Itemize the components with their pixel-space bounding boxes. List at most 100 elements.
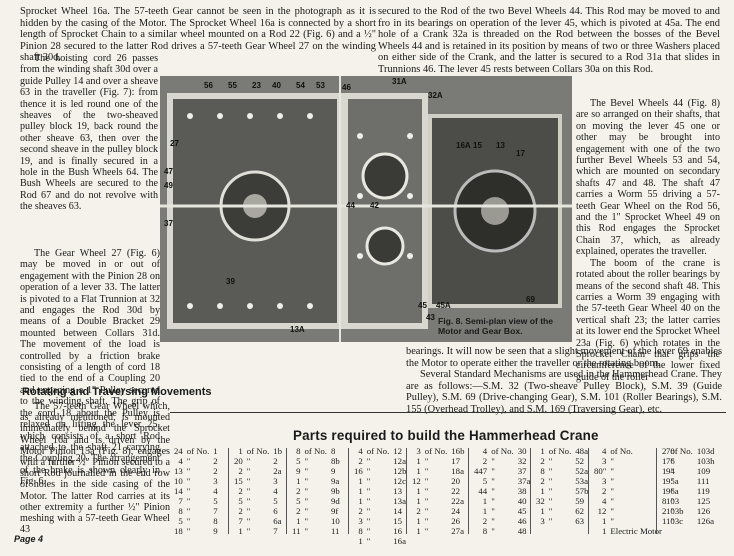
parts-cell: 1b xyxy=(273,446,283,456)
parts-cell: 1 xyxy=(662,466,667,476)
svg-text:39: 39 xyxy=(226,277,235,286)
parts-cell: 1 xyxy=(416,516,421,526)
parts-cell: " xyxy=(246,476,251,486)
svg-text:54: 54 xyxy=(296,81,305,90)
parts-cell: of No. xyxy=(186,446,210,456)
parts-cell: " xyxy=(670,506,674,516)
parts-cell: 11 xyxy=(330,526,340,536)
parts-cell: " xyxy=(304,526,309,536)
parts-row: 1"9a xyxy=(290,476,342,486)
parts-cell: 5 xyxy=(482,476,488,486)
parts-row: 9"9 xyxy=(290,466,342,476)
parts-cell: " xyxy=(366,456,371,466)
parts-row: 2"126 xyxy=(660,506,716,516)
parts-row: 1"13 xyxy=(352,486,408,496)
parts-cell: 57b xyxy=(575,486,589,496)
parts-cell: " xyxy=(186,506,191,516)
parts-cell: 10 xyxy=(330,516,340,526)
parts-cell: " xyxy=(548,516,553,526)
parts-cell: 12 xyxy=(393,446,403,456)
parts-cell: " xyxy=(548,476,553,486)
column-divider xyxy=(228,448,229,534)
parts-title: Parts required to build the Hammerhead C… xyxy=(293,428,599,443)
parts-cell: " xyxy=(491,496,495,506)
parts-cell: " xyxy=(186,486,191,496)
parts-cell: " xyxy=(670,486,674,496)
text-top-right: secured to the Rod of the two Bevel Whee… xyxy=(378,6,720,76)
parts-cell: 103h xyxy=(696,456,715,466)
parts-cell: " xyxy=(491,506,495,516)
parts-cell: " xyxy=(548,486,553,496)
svg-text:32A: 32A xyxy=(428,91,443,100)
parts-cell: 2 xyxy=(213,456,218,466)
parts-cell: 24 xyxy=(174,446,183,456)
parts-cell: 1 xyxy=(296,516,301,526)
column-divider xyxy=(530,448,531,534)
parts-cell: 2 xyxy=(482,516,488,526)
parts-row: 32"59 xyxy=(534,496,590,506)
parts-cell: 80" xyxy=(594,466,607,476)
parts-cell: 1 xyxy=(358,486,363,496)
parts-row: 4"2 xyxy=(172,456,220,466)
parts-cell: 26 xyxy=(451,516,461,526)
parts-cell: " xyxy=(424,526,429,536)
parts-row: 2"12a xyxy=(352,456,408,466)
parts-row: 1"22a xyxy=(410,496,466,506)
parts-cell: 4 xyxy=(601,446,607,456)
parts-row: 5"8b xyxy=(290,456,342,466)
parts-cell: of No. xyxy=(424,446,448,456)
parts-cell: 22 xyxy=(451,486,461,496)
parts-cell: 94 xyxy=(665,466,675,476)
parts-cell: 44 xyxy=(478,486,488,496)
column-divider xyxy=(286,448,287,534)
paragraph: Sprocket Wheel 16a. The 57-teeth Gear ca… xyxy=(20,6,376,64)
parts-cell: 111 xyxy=(696,476,710,486)
parts-cell: 7 xyxy=(178,496,183,506)
parts-cell: " xyxy=(246,486,251,496)
svg-text:15: 15 xyxy=(473,141,482,150)
parts-cell: " xyxy=(610,516,614,526)
parts-cell: 16 xyxy=(393,526,403,536)
parts-cell: " xyxy=(548,456,553,466)
parts-row: 8"7 xyxy=(172,506,220,516)
svg-text:37: 37 xyxy=(164,219,173,228)
parts-row: 2"46 xyxy=(472,516,532,526)
parts-cell: 1 xyxy=(238,526,243,536)
parts-cell: 8 xyxy=(330,446,336,456)
parts-cell: 20 xyxy=(451,476,461,486)
parts-cell: 24 xyxy=(451,506,461,516)
parts-cell: 53a xyxy=(575,476,588,486)
svg-text:53: 53 xyxy=(316,81,325,90)
parts-cell: " xyxy=(246,496,251,506)
parts-cell: " xyxy=(610,486,614,496)
parts-cell: " xyxy=(186,456,191,466)
parts-cell: 11 xyxy=(292,526,301,536)
parts-cell: " xyxy=(670,516,674,526)
parts-cell: 1 xyxy=(662,516,667,526)
parts-cell: 2 xyxy=(238,506,243,516)
parts-cell: " xyxy=(304,486,309,496)
parts-cell: " xyxy=(670,496,674,506)
divider xyxy=(170,412,726,413)
paragraph: The Gear Wheel 27 (Fig. 6) may be moved … xyxy=(20,248,160,488)
parts-cell: 27a xyxy=(451,526,464,536)
parts-row: 14"4 xyxy=(172,486,220,496)
parts-row: 18"9 xyxy=(172,526,220,536)
parts-cell: 45 xyxy=(517,506,527,516)
parts-cell: 1 xyxy=(296,476,301,486)
parts-cell: 17 xyxy=(451,456,461,466)
parts-row: 447"37 xyxy=(472,466,532,476)
parts-cell: 32 xyxy=(536,496,545,506)
parts-cell: 8 xyxy=(358,526,363,536)
parts-cell: " xyxy=(491,456,495,466)
parts-row: 44"38 xyxy=(472,486,532,496)
parts-cell: 1 xyxy=(416,496,421,506)
parts-cell: 3 xyxy=(213,476,218,486)
parts-cell: " xyxy=(424,486,429,496)
parts-cell: 7 xyxy=(273,526,278,536)
